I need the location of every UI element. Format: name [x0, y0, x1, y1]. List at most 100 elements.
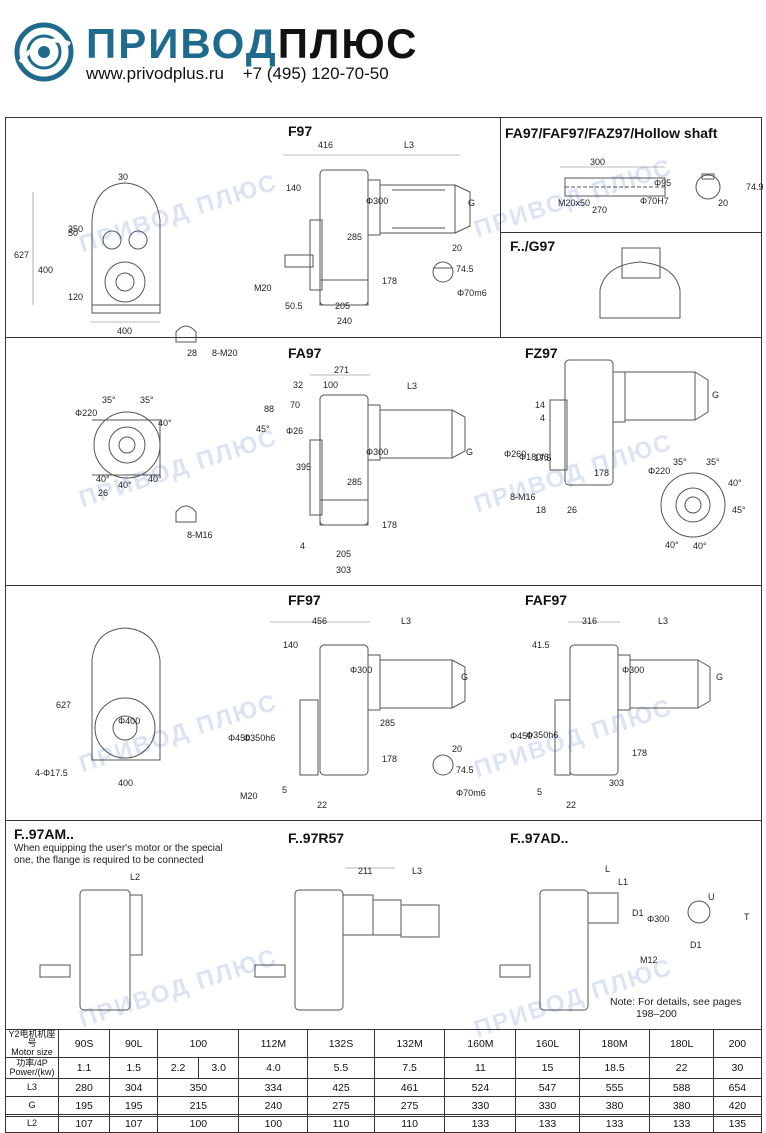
dimension-label: 74.5: [456, 264, 474, 274]
dimension-label: G: [461, 672, 469, 682]
dimension-label: L: [605, 864, 611, 874]
dimension-label: 40°: [693, 541, 707, 551]
dimension-label: 28: [187, 348, 198, 358]
table-cell: 425: [307, 1078, 375, 1097]
table-cell: 1.1: [57, 1057, 111, 1079]
spec-table: Y2电机机座号 Motor size 90S 90L 100 112M 132S…: [5, 1029, 763, 1133]
dimension-label: 140: [286, 183, 302, 193]
title-fa97: FA97: [288, 345, 322, 361]
table-cell: 2.2: [157, 1057, 199, 1079]
table-cell: 588: [649, 1078, 714, 1097]
table-cell: 132M: [373, 1029, 446, 1058]
dimension-label: Φ350h6: [526, 730, 559, 740]
fz97-side-view: [549, 359, 709, 486]
dimension-label: 8-M16: [510, 492, 536, 502]
dimension-label: 270: [592, 205, 608, 215]
dimension-label: 627: [56, 700, 72, 710]
website-link[interactable]: www.privodplus.ru: [86, 64, 224, 83]
title-ad: F..97AD..: [510, 830, 569, 846]
table-cell: 133: [578, 1114, 651, 1133]
dimension-label: L3: [412, 866, 423, 876]
table-cell: 380: [649, 1096, 714, 1115]
dimension-label: 303: [609, 778, 625, 788]
am-note-line2: one, the flange is required to be connec…: [14, 855, 204, 866]
table-cell: 180M: [578, 1029, 651, 1058]
phone-number[interactable]: +7 (495) 120-70-50: [242, 64, 389, 83]
dimension-label: M20: [240, 791, 258, 801]
dimension-label: Φ300: [647, 914, 670, 924]
title-hollow-shaft: FA97/FAF97/FAZ97/Hollow shaft: [505, 125, 718, 141]
dimension-label: 40°: [118, 480, 132, 490]
table-cell: 547: [515, 1078, 580, 1097]
dimension-label: 50: [68, 228, 79, 238]
table-cell: 100: [238, 1114, 309, 1133]
dimension-label: 140: [283, 640, 299, 650]
ad-note: Note: For details, see pages 198–200: [610, 996, 741, 1020]
f97-shaft-end: [175, 325, 197, 343]
table-row-power: 功率/4P Power/(kw) 1.1 1.5 2.2 3.0 4.0 5.5…: [5, 1057, 763, 1079]
dimension-label: 41.5: [532, 640, 550, 650]
dimension-label: 271: [334, 365, 350, 375]
power-header: 功率/4P Power/(kw): [5, 1057, 59, 1079]
dimension-label: M20x50: [558, 198, 591, 208]
dimension-label: 100: [323, 380, 339, 390]
fz97-flange-view: [660, 472, 726, 538]
dimension-label: 35°: [673, 457, 687, 467]
divider: [5, 820, 762, 821]
dimension-label: Φ300: [350, 665, 373, 675]
table-cell: 133: [649, 1114, 714, 1133]
title-f97: F97: [288, 123, 313, 139]
table-cell: 160L: [515, 1029, 580, 1058]
dimension-label: 205: [336, 549, 352, 559]
table-cell: 3.0: [197, 1057, 240, 1079]
table-cell: 654: [712, 1078, 763, 1097]
table-cell: 110: [373, 1114, 446, 1133]
row-label: L2: [5, 1114, 59, 1133]
row-label: L3: [5, 1078, 59, 1097]
dimension-label: L1: [618, 877, 629, 887]
dimension-label: 30: [118, 172, 129, 182]
table-cell: 380: [578, 1096, 651, 1115]
dimension-label: 50.5: [285, 301, 303, 311]
faf97-side-view: [554, 644, 711, 776]
title-am: F..97AM..: [14, 826, 74, 842]
table-cell: 112M: [238, 1029, 309, 1058]
dimension-label: G: [466, 447, 474, 457]
brand-name-part2: ПЛЮС: [277, 20, 419, 67]
contact-line: www.privodplus.ru +7 (495) 120-70-50: [86, 64, 403, 84]
dimension-label: Φ300: [622, 665, 645, 675]
table-cell: 350: [157, 1078, 240, 1097]
table-cell: 275: [373, 1096, 446, 1115]
dimension-label: 178: [382, 754, 398, 764]
dimension-label: 40°: [96, 474, 110, 484]
table-cell: 132S: [307, 1029, 375, 1058]
dimension-label: 400: [118, 778, 134, 788]
dimension-label: 4: [300, 541, 306, 551]
table-cell: 107: [57, 1114, 111, 1133]
dimension-label: 4: [540, 413, 546, 423]
dimension-label: 20: [452, 744, 463, 754]
dimension-label: 285: [380, 718, 396, 728]
dimension-label: Φ26: [286, 426, 304, 436]
r57-view: [254, 889, 440, 1011]
dimension-label: 5: [282, 785, 288, 795]
dimension-label: 18: [536, 505, 547, 515]
table-cell: 1.5: [109, 1057, 159, 1079]
dimension-label: L2: [130, 872, 141, 882]
f97-side-view: [284, 169, 471, 306]
dimension-label: Φ300: [366, 447, 389, 457]
table-row-l2: L2 107 107 100 100 110 110 133 133 133 1…: [5, 1114, 763, 1133]
table-cell: 4.0: [238, 1057, 309, 1079]
dimension-label: 74.9: [746, 182, 764, 192]
dimension-label: 40°: [148, 474, 162, 484]
dimension-label: Φ450: [510, 731, 533, 741]
dimension-label: 178: [594, 468, 610, 478]
dimension-label: 35°: [102, 395, 116, 405]
table-cell: 195: [57, 1096, 111, 1115]
dimension-label: 70: [290, 400, 301, 410]
dimension-label: 120: [68, 292, 84, 302]
table-cell: 461: [373, 1078, 446, 1097]
dimension-label: 240: [337, 316, 353, 326]
am-view: [39, 889, 143, 1011]
dimension-label: 178: [382, 520, 398, 530]
